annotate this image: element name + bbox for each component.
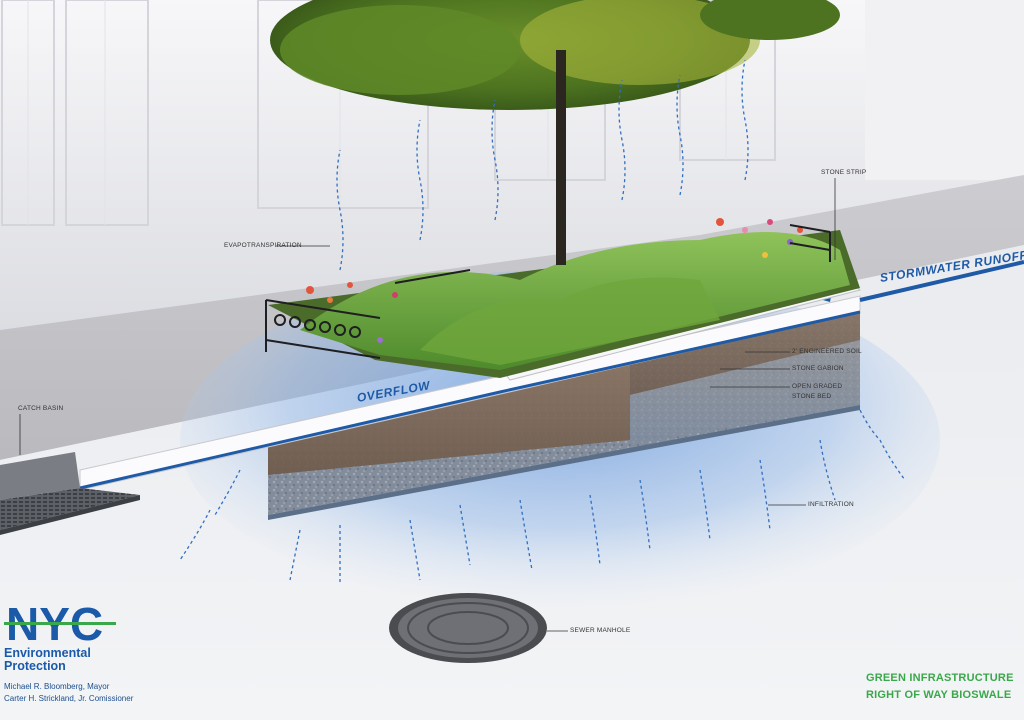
commissioner-credit: Carter H. Strickland, Jr. Comissioner	[4, 694, 134, 703]
catch-basin	[0, 452, 140, 535]
label-engineered-soil: 2' ENGINEERED SOIL	[792, 348, 862, 355]
label-evapotranspiration: EVAPOTRANSPIRATION	[224, 242, 302, 249]
street-tree	[270, 0, 840, 265]
label-stone-bed-2: STONE BED	[792, 393, 832, 400]
infiltration-arrows	[179, 409, 906, 585]
label-infiltration: INFILTRATION	[808, 501, 854, 508]
building-pilaster	[865, 0, 1024, 180]
label-sewer-manhole: SEWER MANHOLE	[570, 627, 631, 634]
evapotranspiration-arrows	[336, 59, 749, 271]
bioswale-section	[268, 305, 860, 520]
overflow-flow-line	[79, 310, 861, 490]
tree-guard-fence-left	[265, 299, 381, 359]
label-stone-gabion: STONE GABION	[792, 365, 844, 372]
engineered-soil-layer	[268, 358, 630, 475]
label-catch-basin: CATCH BASIN	[18, 405, 64, 412]
org-name-line2: Protection	[4, 659, 66, 673]
flowers	[306, 218, 803, 343]
nyc-logo: NYC	[4, 600, 116, 646]
label-stone-bed-1: OPEN GRADED	[792, 383, 843, 390]
label-stone-strip: STONE STRIP	[821, 169, 867, 176]
tree-guard-fence-right	[789, 224, 831, 262]
tree-guard-fence-back	[394, 269, 471, 284]
diagram-title-line1: GREEN INFRASTRUCTURE	[866, 672, 1014, 684]
runoff-flow-line	[859, 260, 1024, 302]
org-name-line1: Environmental	[4, 646, 91, 660]
stone-gabion	[630, 340, 860, 445]
mayor-credit: Michael R. Bloomberg, Mayor	[4, 682, 110, 691]
grasses	[300, 232, 850, 370]
leader-lines	[19, 178, 836, 632]
diagram-title-line2: RIGHT OF WAY BIOSWALE	[866, 689, 1012, 701]
org-name: Environmental Protection	[4, 647, 114, 673]
sewer-manhole	[389, 593, 547, 663]
